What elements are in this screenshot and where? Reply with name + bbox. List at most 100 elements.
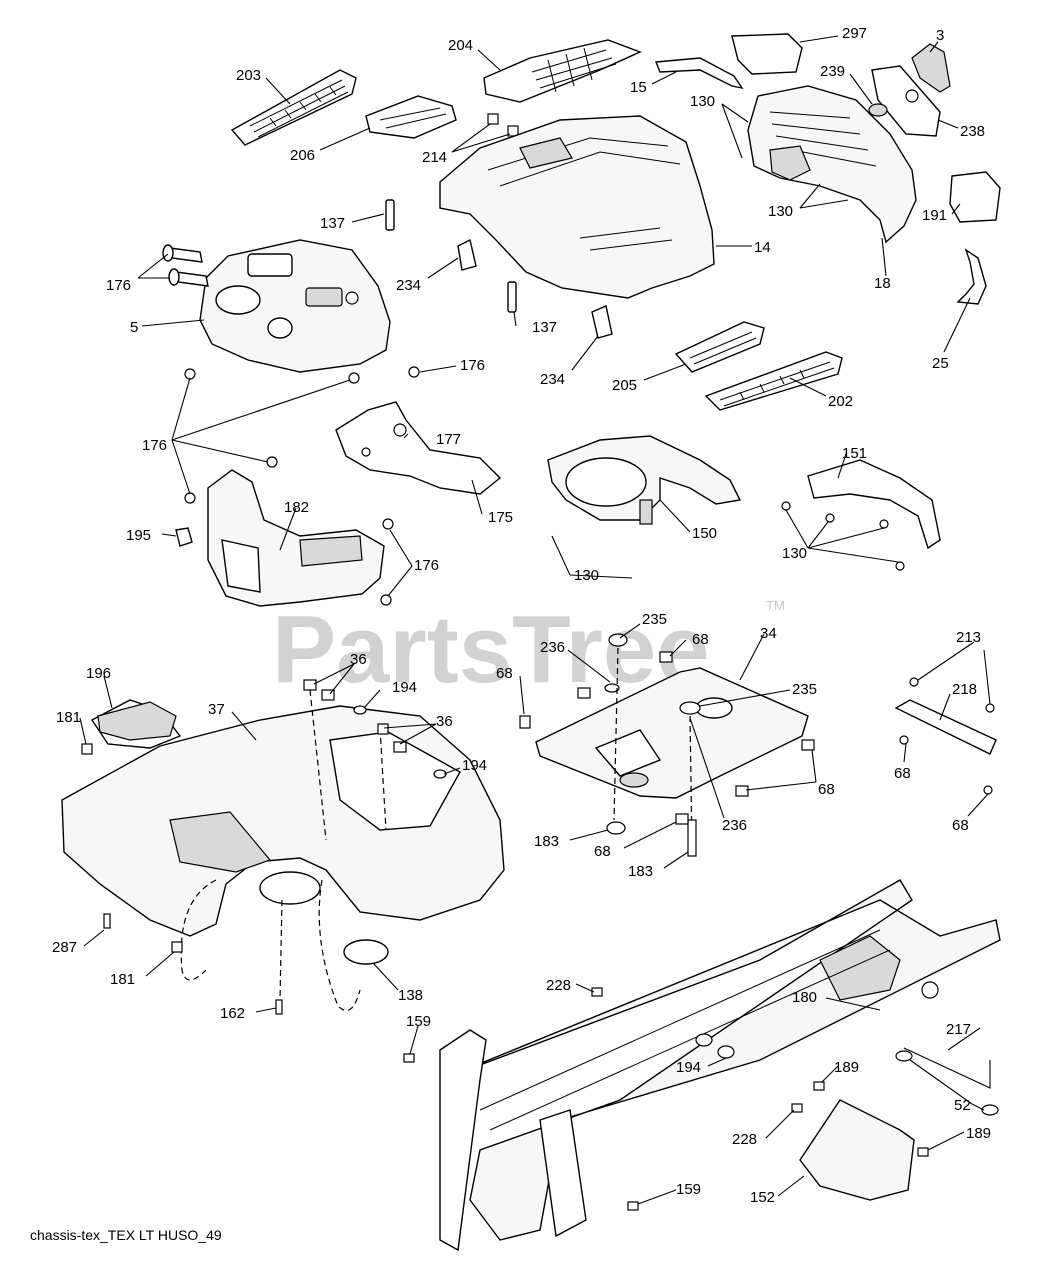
dashed-assembly-162	[279, 899, 283, 1001]
part-36-bolts-drawing	[303, 679, 447, 779]
callout-287: 287	[52, 939, 77, 956]
part-217-rod-drawing	[903, 1047, 991, 1089]
callout-177: 177	[436, 431, 461, 448]
part-195-cap-drawing	[175, 527, 193, 547]
part-238-bracket-drawing	[871, 65, 941, 137]
part-189-screw-upper	[813, 1081, 825, 1091]
part-196-bracket-drawing	[97, 701, 177, 741]
callout-189-bottom: 189	[966, 1125, 991, 1142]
callout-194-top: 194	[392, 679, 417, 696]
part-202-grille-drawing	[704, 351, 843, 411]
part-150-shroud-drawing	[547, 435, 742, 525]
watermark: PartsTree	[272, 596, 710, 703]
part-234-clip-upper	[457, 238, 477, 271]
callout-234-upper: 234	[396, 277, 421, 294]
part-214-fasteners-drawing	[487, 113, 519, 137]
callout-36-mid: 36	[436, 713, 453, 730]
part-159-screw-lower	[627, 1201, 639, 1211]
callout-297: 297	[842, 25, 867, 42]
part-176-nut-5	[184, 492, 196, 504]
part-234-clip-lower	[591, 305, 613, 339]
callout-235-right: 235	[792, 681, 817, 698]
part-181-nut-lower	[171, 941, 183, 953]
part-151-bracket-drawing	[781, 459, 941, 571]
part-159-screw-upper	[403, 1053, 415, 1063]
part-37-fender-drawing	[61, 699, 505, 937]
callout-191: 191	[922, 207, 947, 224]
callout-176-knobs: 176	[106, 277, 131, 294]
part-138-bushing-drawing	[343, 939, 389, 965]
callout-68-bracket-lower: 68	[952, 817, 969, 834]
part-176-nut-2	[348, 372, 360, 384]
callout-235-top: 235	[642, 611, 667, 628]
part-68-bolt-d	[735, 785, 749, 797]
callout-159-bottom: 159	[676, 1181, 701, 1198]
callout-25: 25	[932, 355, 949, 372]
callout-14: 14	[754, 239, 771, 256]
callout-18: 18	[874, 275, 891, 292]
callout-196: 196	[86, 665, 111, 682]
part-3-bracket-drawing	[911, 43, 951, 93]
callout-180: 180	[792, 989, 817, 1006]
callout-217: 217	[946, 1021, 971, 1038]
callout-204: 204	[448, 37, 473, 54]
callout-194-mid: 194	[462, 757, 487, 774]
part-176-nut-1	[184, 368, 196, 380]
callout-34: 34	[760, 625, 777, 642]
callout-176-mid: 176	[142, 437, 167, 454]
part-180-frame-drawing	[439, 879, 1001, 1252]
leader-lines	[79, 35, 991, 1205]
part-5-dash-panel-drawing	[199, 239, 391, 373]
part-175-bracket-drawing	[335, 401, 502, 495]
part-183-spacer	[606, 821, 626, 835]
callout-203: 203	[236, 67, 261, 84]
part-181-nut-upper	[81, 743, 93, 755]
part-176-nut-7	[380, 594, 392, 606]
part-287-screw	[103, 913, 111, 929]
diagram-caption: chassis-tex_TEX LT HUSO_49	[30, 1227, 222, 1243]
callout-labels: 203 204 297 3 15 239 130 238 206 214 130…	[52, 25, 991, 1206]
part-189-screw-lower	[917, 1147, 929, 1157]
part-176-nut-6	[382, 518, 394, 530]
part-34-plate-drawing	[535, 667, 809, 799]
callout-137-lower: 137	[532, 319, 557, 336]
part-206-bracket-drawing	[365, 95, 457, 139]
part-176-nut-4	[266, 456, 278, 468]
callout-182: 182	[284, 499, 309, 516]
part-25-hook-drawing	[956, 248, 987, 305]
callout-194-frame: 194	[676, 1059, 701, 1076]
callout-152: 152	[750, 1189, 775, 1206]
callout-130-top: 130	[690, 93, 715, 110]
part-183-bolt	[687, 819, 697, 857]
part-228-screw-lower	[791, 1103, 803, 1113]
part-137-key-upper	[385, 199, 395, 231]
callout-189-top: 189	[834, 1059, 859, 1076]
part-68-bolt-c	[519, 715, 531, 729]
callout-175: 175	[488, 509, 513, 526]
part-162-screw	[275, 999, 283, 1015]
part-14-hood-drawing	[439, 115, 715, 299]
callout-130-shroud: 130	[574, 567, 599, 584]
part-182-lower-dash-drawing	[207, 469, 385, 607]
dashed-assembly-left	[180, 879, 217, 981]
part-228-screw-upper	[591, 987, 603, 997]
callout-52: 52	[954, 1097, 971, 1114]
part-152-shield-drawing	[799, 1099, 915, 1201]
callout-181-lower: 181	[110, 971, 135, 988]
part-68-bolt-e	[675, 813, 689, 825]
callout-68-top: 68	[692, 631, 709, 648]
callout-183-bottom: 183	[628, 863, 653, 880]
callout-236-bottom: 236	[722, 817, 747, 834]
callout-218: 218	[952, 681, 977, 698]
callout-239: 239	[820, 63, 845, 80]
callout-236-top: 236	[540, 639, 565, 656]
callout-151: 151	[842, 445, 867, 462]
callout-3: 3	[936, 27, 944, 44]
callout-36-top: 36	[350, 651, 367, 668]
callout-195: 195	[126, 527, 151, 544]
watermark-trademark: TM	[766, 598, 785, 613]
part-239-disc-drawing	[868, 103, 888, 117]
callout-137-upper: 137	[320, 215, 345, 232]
part-176-knobs-drawing	[162, 244, 209, 287]
